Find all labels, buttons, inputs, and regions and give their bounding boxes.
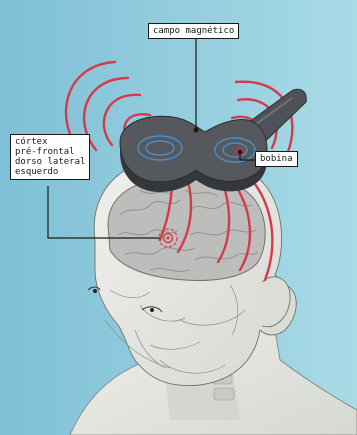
leader-dot-coil <box>238 150 243 155</box>
leader-dot-field <box>194 128 199 133</box>
label-magnetic-field: campo magnético <box>148 23 239 39</box>
label-coil: bobina <box>255 151 298 167</box>
label-cortex: córtex pré-frontal dorso lateral esquerd… <box>10 134 90 180</box>
figure-eight-coil <box>120 116 267 192</box>
